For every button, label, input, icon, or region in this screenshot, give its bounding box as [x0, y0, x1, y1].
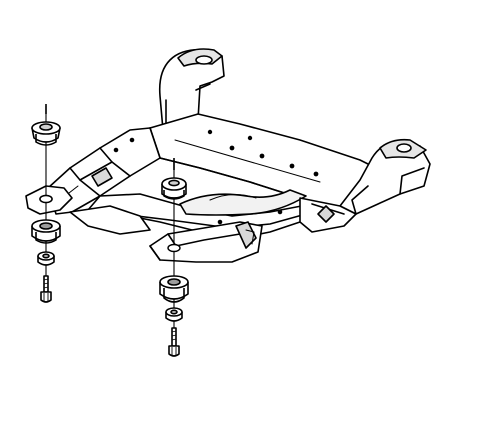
right-mount-bolt [168, 327, 180, 357]
right-lower-insulator [159, 275, 189, 303]
left-mount-bolt [40, 275, 52, 303]
right-upper-insulator [161, 177, 187, 200]
left-lower-insulator [31, 219, 61, 244]
right-side-rail [299, 197, 357, 233]
subframe [25, 48, 431, 263]
front-left-mount-bracket [149, 221, 263, 263]
left-retainer [37, 251, 55, 266]
left-upper-insulator [31, 121, 61, 146]
rear-left-mount-hole [39, 194, 53, 204]
right-retainer [165, 307, 183, 322]
rear-right-tower [339, 138, 431, 215]
right-mount-stack [159, 158, 189, 357]
rear-left-tower [158, 48, 225, 131]
side-brace [69, 205, 151, 235]
left-side-rail [47, 127, 161, 215]
front-left-mount-hole [167, 243, 181, 253]
left-mount-stack [31, 104, 61, 303]
mount-points [39, 194, 181, 253]
